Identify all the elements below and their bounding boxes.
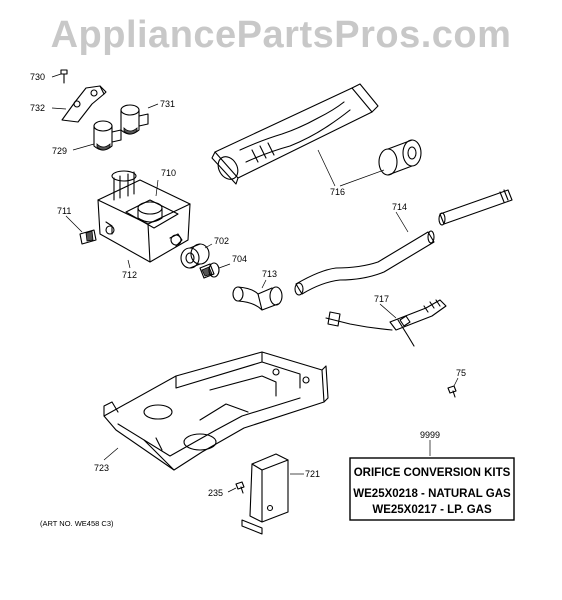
kit-natural-gas-line: WE25X0218 - NATURAL GAS [353, 488, 511, 500]
part-702-nut [180, 243, 213, 269]
part-713-elbow [232, 279, 283, 311]
watermark-logo-text: AppliancePartsPros.com [50, 14, 512, 56]
part-714-gas-tube [294, 211, 435, 296]
callout-711: 711 [57, 206, 71, 216]
callout-235: 235 [208, 488, 223, 498]
orifice-kit-box: ORIFICE CONVERSION KITS WE25X0218 - NATU… [349, 457, 515, 521]
callout-702: 702 [214, 236, 229, 246]
callout-704: 704 [232, 254, 247, 264]
part-716-burner-tube [211, 83, 379, 187]
callout-730: 730 [30, 72, 45, 82]
part-75-screw [447, 377, 459, 398]
art-number: (ART NO. WE458 C3) [40, 519, 114, 528]
callout-713: 713 [262, 269, 277, 279]
part-721-plate [241, 453, 304, 535]
kit-lp-gas-line: WE25X0217 - LP. GAS [372, 504, 492, 516]
callout-732: 732 [30, 103, 45, 113]
part-730-screw [51, 69, 68, 84]
callout-723: 723 [94, 463, 109, 473]
callout-712: 712 [122, 270, 137, 280]
callout-710: 710 [161, 168, 176, 178]
callout-721: 721 [305, 469, 320, 479]
callout-75: 75 [456, 368, 466, 378]
part-714-straight-tube [438, 189, 513, 226]
part-732-bracket [51, 85, 107, 123]
callout-716: 716 [330, 187, 345, 197]
part-711-fitting [65, 215, 97, 245]
callout-714: 714 [392, 202, 407, 212]
kit-box-title: ORIFICE CONVERSION KITS [354, 467, 511, 479]
part-723-mounting-bracket [103, 351, 329, 471]
callout-731: 731 [160, 99, 175, 109]
callout-717: 717 [374, 294, 389, 304]
part-716-sleeve [339, 139, 422, 187]
part-717-igniter [325, 299, 447, 347]
part-729-coil [72, 120, 122, 151]
callout-729: 729 [52, 146, 67, 156]
callout-9999: 9999 [420, 430, 440, 440]
part-235-screw [227, 481, 245, 494]
part-712-gas-valve [97, 170, 191, 269]
part-731-coil [120, 103, 159, 135]
part-704-orifice [199, 262, 231, 279]
